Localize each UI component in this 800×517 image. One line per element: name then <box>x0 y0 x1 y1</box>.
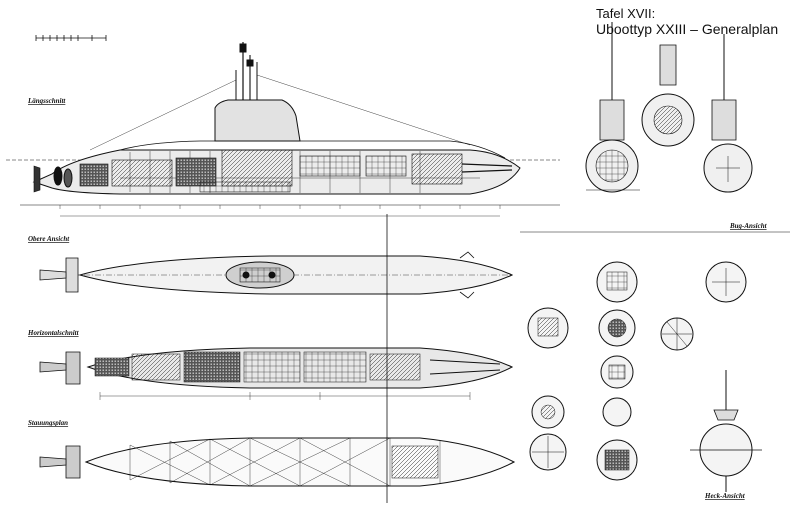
plate-number: Tafel XVII: <box>596 6 656 21</box>
label-stowage-plan: Stauungsplan <box>28 419 68 427</box>
view-labels: Längsschnitt Obere Ansicht Horizontalsch… <box>27 97 768 500</box>
label-stern-view: Heck-Ansicht <box>704 492 746 500</box>
scale-bar <box>35 35 107 41</box>
label-top-view: Obere Ansicht <box>28 235 70 243</box>
section-fwd-tower <box>703 34 753 193</box>
longitudinal-section <box>6 42 560 217</box>
horizontal-section <box>39 347 514 400</box>
label-horizontal-section: Horizontalschnitt <box>27 329 80 337</box>
top-view <box>39 251 514 299</box>
cross-sections <box>520 22 790 492</box>
section-aft-tower <box>585 22 640 193</box>
label-bow-view: Bug-Ansicht <box>729 222 768 230</box>
plate-title: Uboottyp XXIII – Generalplan <box>596 21 779 37</box>
label-longitudinal: Längsschnitt <box>27 97 66 105</box>
stern-view-drawing <box>690 370 762 492</box>
section-mid-tower <box>641 44 695 147</box>
stowage-plan <box>39 437 516 487</box>
